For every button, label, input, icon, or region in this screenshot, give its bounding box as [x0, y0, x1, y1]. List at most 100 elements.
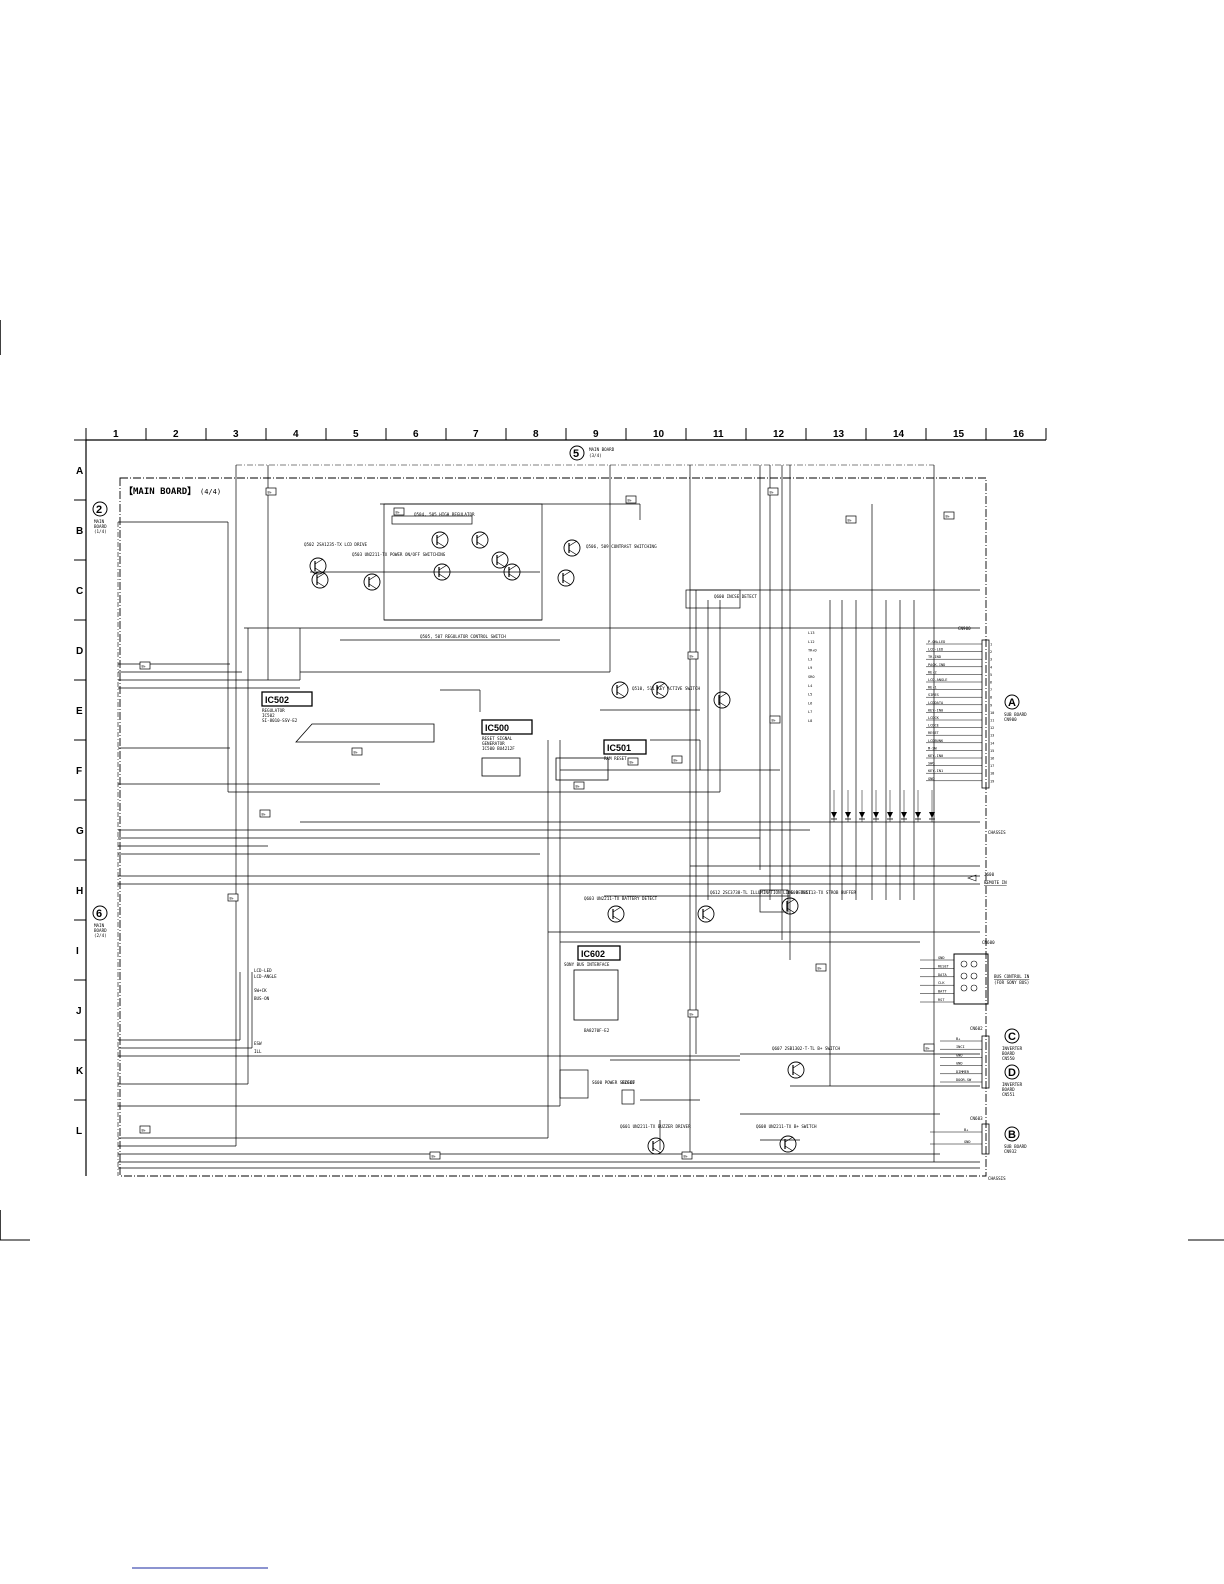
svg-text:MAIN BOARD: MAIN BOARD	[589, 447, 615, 452]
line-label: ILL	[254, 1049, 262, 1054]
net-label: L12	[808, 640, 815, 644]
svg-text:B+: B+	[772, 719, 777, 723]
q506-label: Q506, 509 CONTRAST SWITCHING	[586, 544, 657, 549]
line-label: BUS-ON	[254, 996, 270, 1001]
transistor	[311, 571, 329, 589]
cn602-pin-label: B+	[956, 1037, 961, 1041]
svg-text:MAIN: MAIN	[94, 519, 105, 524]
cn900-pin-num: 13	[990, 734, 994, 738]
svg-text:IC500 BU4212F: IC500 BU4212F	[482, 746, 515, 751]
transistor	[491, 551, 509, 569]
svg-text:2: 2	[96, 504, 102, 516]
svg-text:IC602: IC602	[581, 949, 605, 959]
row-label: J	[76, 1006, 82, 1017]
column-label: 14	[893, 429, 905, 440]
cn900-pin-num: 18	[990, 772, 994, 776]
q608-label: Q608 UN2211-TX B+ SWITCH	[756, 1124, 817, 1129]
cn600-pin-label: RESET	[938, 964, 950, 968]
diode	[887, 790, 893, 822]
svg-text:BOARD: BOARD	[1002, 1051, 1015, 1056]
transistor	[607, 905, 625, 923]
wiring	[118, 465, 980, 1169]
svg-text:IC502: IC502	[265, 695, 289, 705]
net-label: L4	[808, 684, 812, 688]
left-connector-2: 2 MAIN BOARD (1/4)	[92, 501, 108, 534]
cn600-pin-label: RST	[938, 998, 945, 1002]
q504-label: Q504, 505 HIGH REGULATOR	[414, 512, 475, 517]
svg-text:CN600: CN600	[982, 940, 995, 945]
svg-text:J600: J600	[984, 872, 995, 877]
cn900-pin-num: 14	[990, 741, 994, 745]
board-outline	[119, 477, 987, 1177]
right-connector-a: A SUB BOARD CN900	[1004, 694, 1027, 722]
ic500: IC500 RESET SIGNAL GENERATOR IC500 BU421…	[481, 719, 533, 777]
transistors	[309, 531, 805, 1155]
b-plus-flag: B+	[687, 651, 699, 660]
cn603-pin-label: B+	[964, 1128, 969, 1132]
svg-text:CN550: CN550	[1002, 1056, 1015, 1061]
column-label: 11	[713, 429, 724, 440]
b-plus-flag: B+	[681, 1151, 693, 1160]
svg-text:REMOTE IN: REMOTE IN	[984, 880, 1007, 885]
b-plus-flag: B+	[845, 515, 857, 524]
svg-text:IC501: IC501	[607, 743, 631, 753]
net-label: L9	[808, 666, 812, 670]
transistor	[557, 569, 575, 587]
svg-text:GENERATOR: GENERATOR	[482, 741, 505, 746]
svg-text:IC500: IC500	[485, 723, 509, 733]
diode	[859, 790, 865, 822]
cn602-pin-label: DOOR-SW	[956, 1078, 972, 1082]
column-label: 4	[293, 429, 299, 440]
cn900-pin-label: M-SW	[928, 746, 937, 750]
row-label: B	[76, 526, 83, 537]
svg-text:IC502: IC502	[262, 713, 275, 718]
diode	[831, 790, 837, 822]
cn900-pin-label: KEY-IN0	[928, 708, 943, 712]
svg-text:B+: B+	[628, 499, 633, 503]
q502-label: Q502 2SA1235-TX LCD DRIVE	[304, 542, 368, 547]
connector-cn900: CN900 P-ON+LED1LCD-LED2TR-IND3PACK-IND4R…	[926, 626, 994, 789]
transistor	[309, 557, 327, 575]
b-plus-flag: B+	[943, 511, 955, 520]
svg-text:SUB BOARD: SUB BOARD	[1004, 712, 1027, 717]
s600-label: S600 POWER SELECT	[592, 1080, 635, 1085]
svg-text:6: 6	[96, 908, 102, 920]
b-plus-flag: B+	[625, 495, 637, 504]
net-label: L6	[808, 701, 812, 705]
svg-text:B+: B+	[690, 655, 695, 659]
b-plus-flag: B+	[923, 1043, 935, 1052]
net-label: TR+D	[808, 649, 817, 653]
net-label: L7	[808, 710, 812, 714]
b-plus-flag: B+	[259, 809, 271, 818]
q510-label: Q510, 511 KEY ACTIVE SWITCH	[632, 686, 701, 691]
transistor	[431, 531, 449, 549]
ic501: IC501 RAM RESET	[555, 739, 647, 781]
svg-text:B+: B+	[684, 1155, 689, 1159]
cn900-pin-label: LCDDATA	[928, 701, 944, 705]
column-label: 5	[353, 429, 359, 440]
q600-label: Q600 INCSE DETECT	[714, 594, 757, 599]
svg-text:(1/4): (1/4)	[94, 529, 107, 534]
svg-text:C: C	[1008, 1031, 1016, 1043]
q609-label: Q609 UN5113-TX STROB BUFFER	[788, 890, 857, 895]
transistor	[611, 681, 629, 699]
left-line-labels: LCD-LED LCD-ANGLE SW+CK BUS-ON ESW ILL	[254, 968, 277, 1054]
svg-text:B+: B+	[142, 665, 147, 669]
cn900-pin-num: 5	[990, 673, 992, 677]
cn602-pin-label: DIMMER	[956, 1070, 970, 1074]
svg-text:B+: B+	[432, 1155, 437, 1159]
chassis-label: CHASSIS	[988, 1176, 1006, 1181]
ic602: IC602 SONY BUS INTERFACE BA8270F-E2	[564, 945, 621, 1033]
transistor	[787, 1061, 805, 1079]
diode	[845, 790, 851, 822]
svg-text:CN551: CN551	[1002, 1092, 1015, 1097]
row-label: L	[76, 1126, 82, 1137]
column-label: 3	[233, 429, 239, 440]
supply-flags: B+B+B+B+B+B+B+B+B+B+B+B+B+B+B+B+B+B+B+B+…	[139, 487, 955, 1160]
cn900-pin-label: RE-2	[928, 670, 937, 674]
svg-text:INVERTER: INVERTER	[1002, 1046, 1023, 1051]
cn900-pin-num: 1	[990, 643, 992, 647]
transistor	[713, 691, 731, 709]
